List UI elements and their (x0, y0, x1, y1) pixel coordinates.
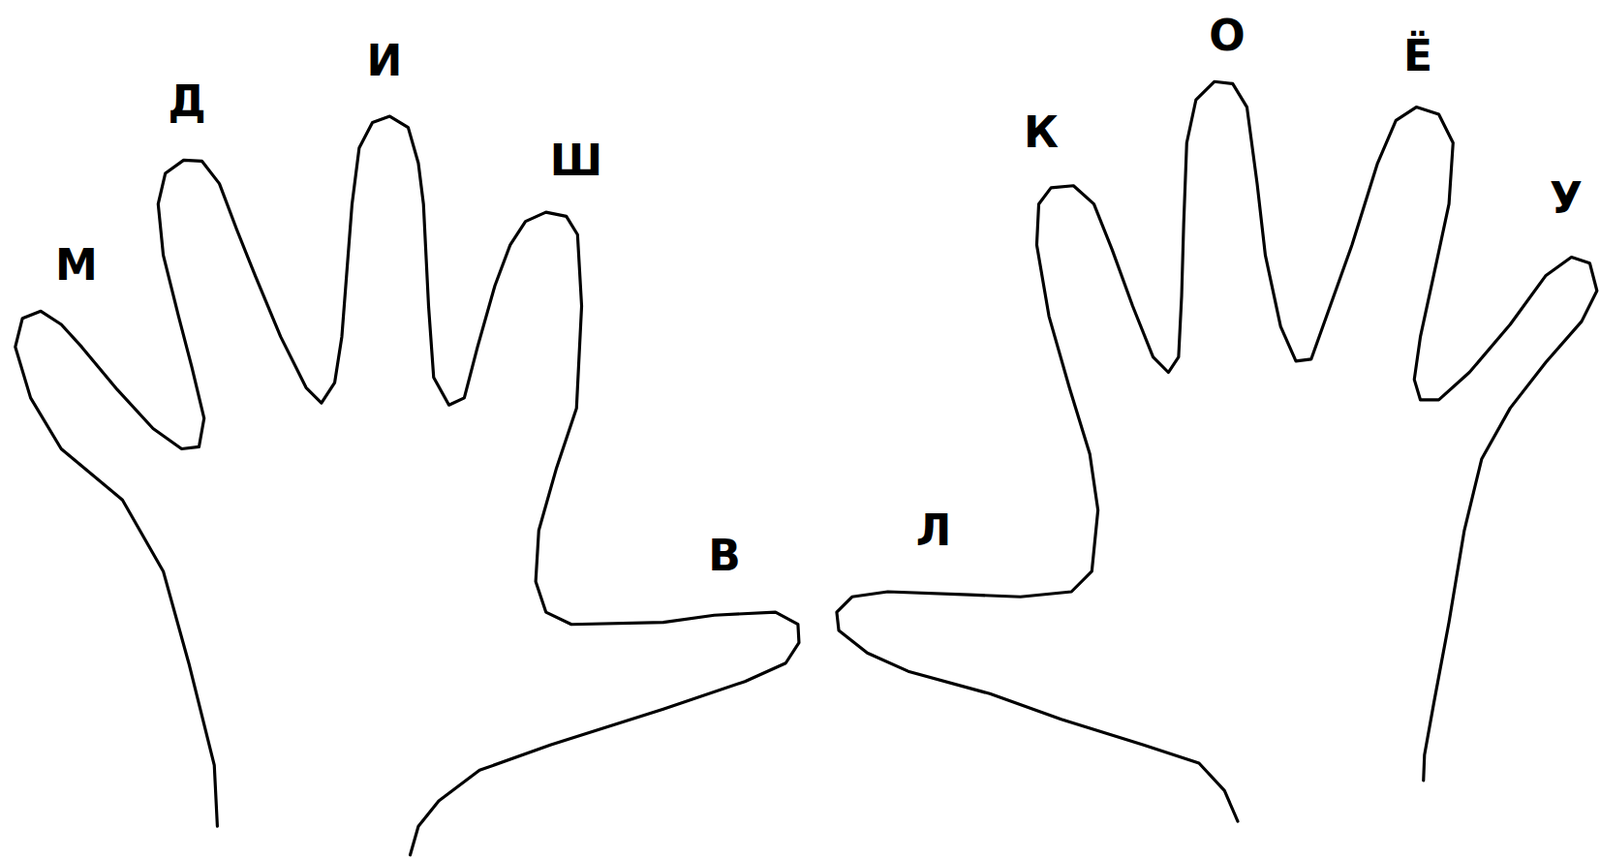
finger-letter: У (1549, 177, 1583, 220)
left-hand-outline (15, 116, 800, 856)
finger-letter: О (1208, 14, 1245, 58)
right-hand-outline (836, 81, 1598, 822)
finger-letter: Ё (1403, 34, 1433, 78)
finger-letter: Л (916, 509, 953, 553)
finger-letter: К (1023, 111, 1059, 154)
finger-letter: Д (167, 80, 206, 124)
finger-letter: И (367, 39, 403, 83)
finger-letter: В (707, 534, 741, 578)
finger-letter: М (55, 244, 98, 287)
finger-letter: Ш (550, 139, 603, 183)
